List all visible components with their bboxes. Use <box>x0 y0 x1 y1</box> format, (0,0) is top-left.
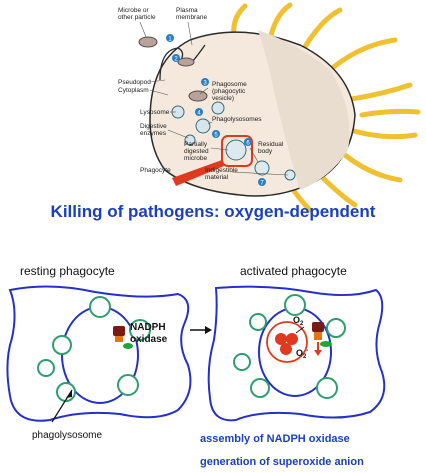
pseudopod-arm <box>159 47 184 81</box>
label-indigestible: material <box>205 174 229 181</box>
lysosomes <box>171 101 225 146</box>
label-digestive-enzymes: enzymes <box>140 130 167 137</box>
svg-text:2: 2 <box>174 57 178 63</box>
residual-body <box>254 160 270 176</box>
label-phagocyte: Phagocyte <box>140 167 171 174</box>
label-phagosome: (phagocytic <box>212 88 246 95</box>
phagocyte-pointer-arrow <box>172 160 224 186</box>
step-marker: 1 <box>166 34 174 43</box>
activated-nadph-oxidase-icon <box>312 322 332 356</box>
figure-labels: Microbe or other particle Plasma membran… <box>118 7 284 181</box>
step-marker: 5 <box>212 130 220 139</box>
o2-arrow <box>295 326 305 334</box>
caption-assembly: assembly of NADPH oxidase <box>200 433 350 445</box>
label-cytoplasm: Cytoplasm <box>118 87 149 94</box>
svg-text:3: 3 <box>203 81 207 87</box>
activated-phagocyte-diagram: O2 O2- <box>207 285 386 422</box>
label-residual-body: Residual <box>258 141 284 148</box>
svg-text:4: 4 <box>197 111 201 117</box>
superoxide-label: O2- <box>296 348 308 360</box>
step-marker: 2 <box>172 54 180 63</box>
step-marker: 3 <box>201 78 209 87</box>
label-digestive-enzymes: Digestive <box>140 123 167 130</box>
svg-text:7: 7 <box>260 181 264 187</box>
microbe <box>138 36 158 48</box>
label-microbe: Microbe or <box>118 7 150 14</box>
label-lysosome: Lysosome <box>140 109 170 116</box>
phagolysosome-pointer-head <box>66 390 72 398</box>
resting-phagocyte-diagram: NADPH oxidase phagolysosome <box>6 285 192 441</box>
superoxide-particles <box>275 333 298 355</box>
superoxide-halo <box>266 321 308 363</box>
label-phagosome: vesicle) <box>212 95 234 102</box>
label-plasma-membrane: Plasma <box>176 7 198 14</box>
label-partially-digested: microbe <box>184 155 208 162</box>
svg-text:5: 5 <box>214 133 218 139</box>
label-microbe: other particle <box>118 14 156 21</box>
label-pseudopod: Pseudopod <box>118 79 151 86</box>
leader-lines <box>139 21 289 176</box>
phagocytosis-figure: 1 2 3 4 5 6 7 Microbe or other particle <box>118 2 421 213</box>
slide-heading: Killing of pathogens: oxygen-dependent <box>51 202 376 221</box>
svg-text:6: 6 <box>246 141 250 147</box>
phagolysosome <box>225 139 247 161</box>
label-plasma-membrane: membrane <box>176 14 207 21</box>
nadph-label: NADPH <box>130 322 166 333</box>
step-marker: 6 <box>244 138 252 147</box>
phagosome <box>188 90 208 102</box>
svg-text:1: 1 <box>168 37 172 43</box>
resting-phagocyte-title: resting phagocyte <box>20 264 115 278</box>
step-marker: 4 <box>195 108 203 117</box>
o2-label: O2 <box>293 315 304 327</box>
transition-arrow <box>190 326 212 334</box>
label-partially-digested: digested <box>184 148 209 155</box>
resting-vesicles <box>37 296 151 402</box>
cell-shaded-side <box>258 30 350 190</box>
label-partially-digested: Partially <box>184 141 208 148</box>
step-markers: 1 2 3 4 5 6 7 <box>166 34 266 187</box>
caption-superoxide: generation of superoxide anion <box>200 456 364 468</box>
label-phagosome: Phagosome <box>212 81 247 88</box>
label-phagolysosomes: Phagolysosomes <box>212 116 262 123</box>
resting-nadph-oxidase-icon <box>113 326 133 349</box>
activated-phagocyte-title: activated phagocyte <box>240 264 347 278</box>
oxidase-label: oxidase <box>130 334 168 345</box>
microbe-in-pseudopod <box>177 57 195 67</box>
step-marker: 7 <box>258 178 266 187</box>
activated-vesicles <box>233 294 346 399</box>
label-residual-body: body <box>258 148 273 155</box>
phagolysosome-label: phagolysosome <box>32 430 102 441</box>
label-indigestible: Indigestible <box>205 167 238 174</box>
